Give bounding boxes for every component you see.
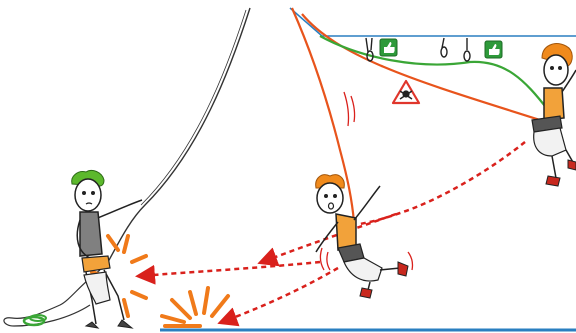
fall-arrow-to-ground (222, 268, 338, 322)
danger-skull-warning-icon (393, 81, 419, 103)
fall-arrow-upper (360, 142, 525, 224)
orange-rope-route (302, 14, 540, 120)
thumbs-up-sign-icon (380, 39, 397, 56)
belay-rope-inner (141, 10, 246, 205)
fall-arrow-upper-tail (262, 214, 396, 262)
falling-climber-figure (316, 92, 413, 298)
fall-arrow-to-belayer (140, 262, 320, 276)
wall-overhang-line (290, 8, 576, 36)
thumbs-up-sign-icon (485, 41, 502, 58)
impact-burst-ground (162, 288, 228, 326)
belay-rope (108, 8, 250, 262)
lead-climber-figure (532, 44, 576, 186)
rope-coil-icon (24, 315, 46, 325)
green-rope-route (320, 36, 548, 110)
belayer-figure (72, 170, 142, 328)
